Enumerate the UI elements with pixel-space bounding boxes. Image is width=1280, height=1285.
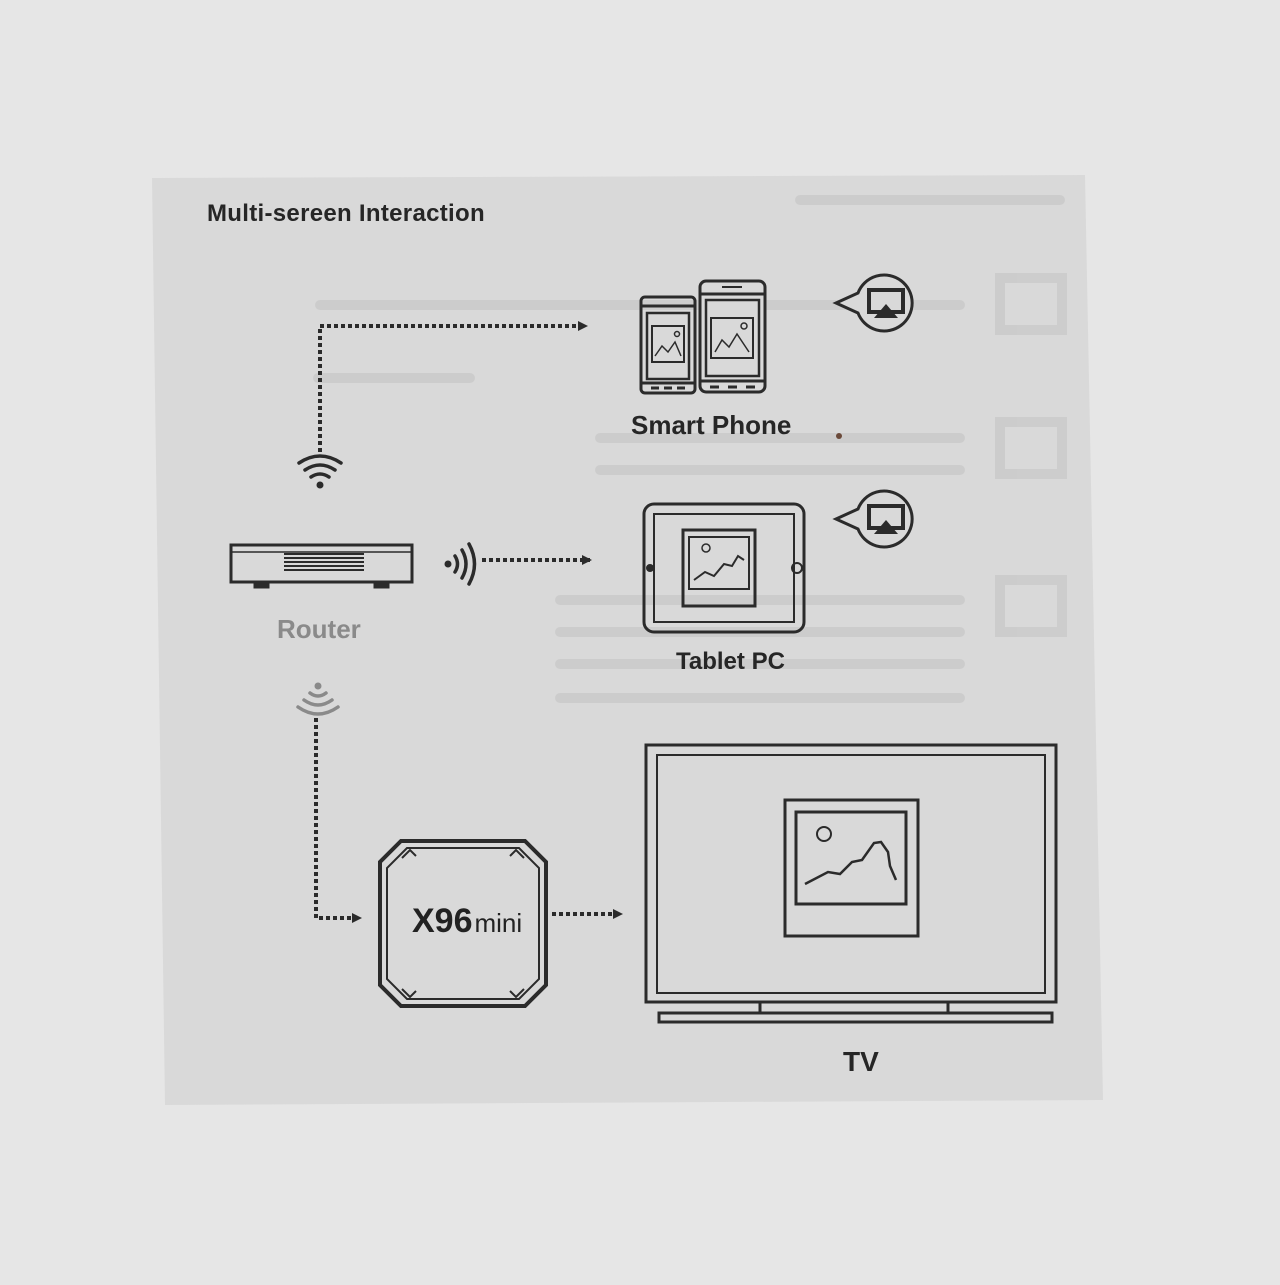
box-suffix: mini [474, 908, 523, 938]
speck-mark [836, 433, 842, 439]
tablet-label: Tablet PC [676, 648, 785, 675]
smart-phone-label: Smart Phone [631, 410, 792, 440]
router-to-phone-link [318, 321, 588, 452]
airplay-icon [832, 489, 914, 549]
router-to-box-link [314, 718, 362, 923]
wifi-icon [297, 454, 343, 489]
tv-label: TV [843, 1046, 879, 1077]
router-device [229, 543, 414, 589]
wifi-icon [296, 682, 340, 716]
tablet-device [642, 502, 806, 634]
paper-sheet [152, 175, 1103, 1105]
router-label: Router [277, 614, 361, 644]
page-title: Multi-sereen Interaction [207, 200, 485, 227]
tv-device [644, 743, 1058, 1024]
box-brand: X96 [412, 902, 473, 940]
connectors [314, 321, 623, 923]
airplay-icon [832, 273, 914, 333]
x96-mini-box [378, 839, 548, 1008]
wifi-icon [444, 542, 477, 586]
router-vent [284, 553, 364, 571]
smart-phone-device [639, 279, 767, 395]
box-model-label: X96mini [412, 902, 522, 941]
